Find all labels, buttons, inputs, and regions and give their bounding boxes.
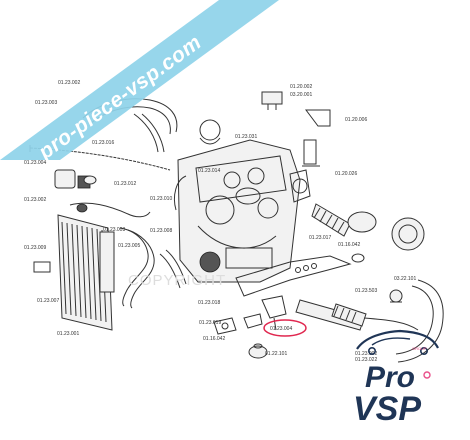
highlight-ring <box>263 319 307 337</box>
callout-label: 01.23.017 <box>309 235 331 241</box>
callout-label: 01.23.019 <box>199 320 221 326</box>
mounting-bracket <box>302 109 331 167</box>
callout-label: 01.23.009 <box>24 245 46 251</box>
callout-label: 01.23.014 <box>198 168 220 174</box>
pro-vsp-logo: GROUP Pro VSP <box>353 329 439 428</box>
callout-label: 01.23.003 <box>35 100 57 106</box>
callout-label: 01.23.012 <box>114 181 136 187</box>
callout-label: 03.22.101 <box>394 276 416 282</box>
callout-label: 01.23.022 <box>355 357 377 363</box>
callout-label: 01.23.008 <box>150 228 172 234</box>
watermark-band <box>0 0 279 160</box>
engine-block <box>173 119 311 283</box>
callout-label: 01.23.002 <box>58 80 80 86</box>
callout-label: 01.23.004 <box>24 160 46 166</box>
exhaust-bend <box>395 279 444 363</box>
callout-label: 01.16.042 <box>338 242 360 248</box>
logo-vsp-text: VSP <box>353 390 421 428</box>
coolant-pipe <box>159 249 187 289</box>
radiator-bracket <box>33 261 51 273</box>
callout-label: 01.22.101 <box>265 351 287 357</box>
radiator <box>57 214 115 331</box>
logo-pro-text: Pro <box>365 361 415 394</box>
callout-label: 01.23.018 <box>198 300 220 306</box>
callout-label: 01.23.003 <box>103 227 125 233</box>
air-intake-hose <box>311 203 377 237</box>
logo-accent-dot <box>423 371 431 379</box>
highlighted-part[interactable]: 01.23.004 <box>263 319 307 337</box>
callout-label: 03.20.001 <box>290 92 312 98</box>
callout-labels: 01.23.002 01.23.003 01.23.016 01.23.004 … <box>24 80 416 363</box>
callout-label: 01.20.006 <box>345 117 367 123</box>
callout-label: 01.23.007 <box>37 298 59 304</box>
hose-clamp <box>351 253 365 263</box>
callout-label: 01.16.042 <box>203 336 225 342</box>
exhaust-pipe <box>295 299 419 331</box>
exhaust-bracket <box>261 295 287 331</box>
callout-label: 01.20.026 <box>335 171 357 177</box>
logo-group-text: GROUP <box>412 346 427 351</box>
callout-label: 01.23.001 <box>57 331 79 337</box>
expansion-tank <box>54 169 97 189</box>
callout-label: 01.23.002 <box>355 351 377 357</box>
rubber-mount <box>248 343 268 359</box>
flexible-mount <box>389 289 403 303</box>
callout-label: 01.20.002 <box>290 84 312 90</box>
filler-pipe <box>69 202 151 218</box>
logo-car-outline <box>356 329 439 355</box>
callout-label: 01.23.016 <box>92 140 114 146</box>
lower-coolant-hose <box>119 227 155 309</box>
callout-label: 01.23.031 <box>235 134 257 140</box>
gasket <box>213 317 237 335</box>
callout-label: 01.23.010 <box>150 196 172 202</box>
callout-label: 01.23.503 <box>355 288 377 294</box>
callout-label: 01.23.005 <box>118 243 140 249</box>
air-filter-housing <box>391 217 425 251</box>
copyright-watermark: COPYRIGHT <box>128 272 226 289</box>
callout-label: 01.23.002 <box>24 197 46 203</box>
relay-box <box>261 91 283 110</box>
exhaust-manifold <box>235 255 352 297</box>
highlighted-part-label: 01.23.004 <box>270 326 292 332</box>
watermark-text: pro-piece-vsp.com <box>34 31 206 165</box>
bracket-plate <box>243 313 263 329</box>
